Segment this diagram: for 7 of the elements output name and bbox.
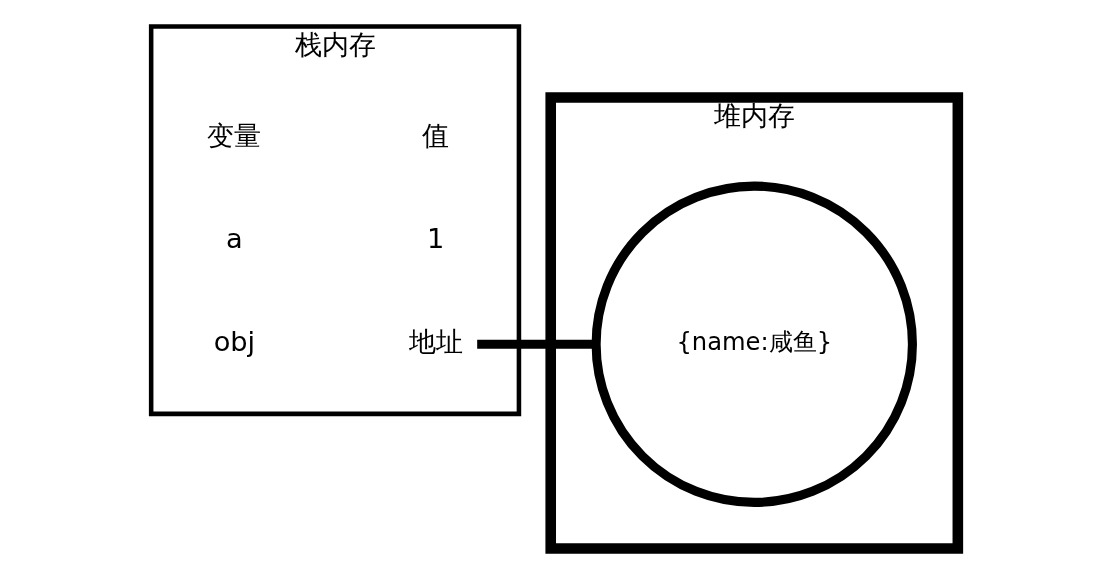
label: 值 — [421, 120, 449, 152]
label: a — [225, 223, 243, 254]
label: obj — [213, 325, 255, 357]
node-text: 地址 — [408, 325, 463, 357]
node-circle: {name:咸鱼} — [591, 181, 917, 507]
label: 变量 — [206, 120, 261, 152]
label: 1 — [426, 223, 444, 254]
